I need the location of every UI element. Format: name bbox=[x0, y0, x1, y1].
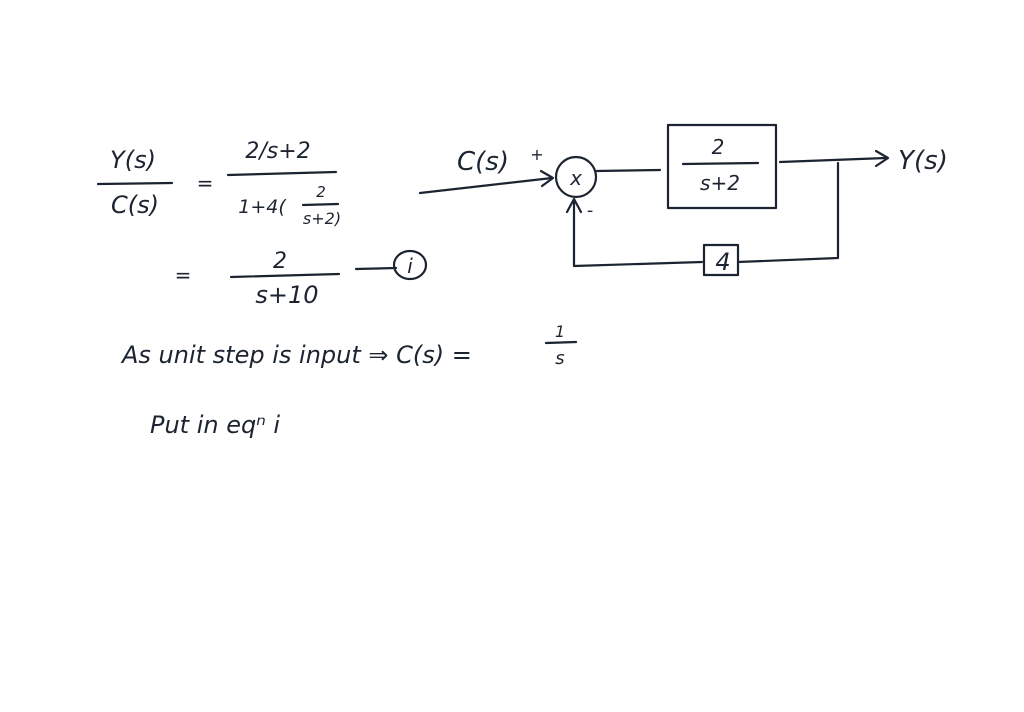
equation-tag-dash bbox=[354, 266, 398, 271]
transfer-function-derivation: Y(s) C(s) = 2/s+2 1+4( 2 s+2) = 2 s+10 i bbox=[96, 139, 428, 309]
minus-sign: - bbox=[587, 200, 594, 221]
forward-block-numerator: 2 bbox=[712, 135, 725, 159]
notes: As unit step is input ⇒ C(s) = 1 s Put i… bbox=[120, 322, 578, 439]
forward-block-fraction-bar bbox=[681, 161, 760, 166]
lhs-numerator: Y(s) bbox=[110, 146, 156, 174]
feedback-arrowhead bbox=[565, 197, 583, 214]
inner-fraction-bar bbox=[301, 202, 340, 207]
rhs2-denominator: s+10 bbox=[255, 281, 318, 309]
input-arrowhead bbox=[539, 169, 555, 188]
equation-tag-circle bbox=[392, 249, 428, 281]
output-label: Y(s) bbox=[898, 146, 948, 176]
summing-junction bbox=[554, 155, 598, 199]
junction-to-block-line bbox=[595, 168, 662, 173]
input-signal-line bbox=[418, 176, 554, 195]
feedback-gain-value: 4 bbox=[715, 248, 730, 276]
output-arrowhead bbox=[874, 149, 890, 168]
note-fraction-numerator: 1 bbox=[555, 322, 565, 341]
lhs-denominator: C(s) bbox=[111, 191, 159, 219]
inner-fraction-numerator: 2 bbox=[316, 183, 326, 201]
forward-block-denominator: s+2 bbox=[700, 171, 740, 195]
inner-fraction-denominator: s+2) bbox=[303, 209, 341, 228]
note-fraction-bar bbox=[544, 340, 578, 345]
plus-sign: + bbox=[530, 145, 543, 164]
feedback-path-right bbox=[736, 161, 840, 264]
equation-tag-label: i bbox=[407, 254, 413, 278]
lhs-fraction-bar bbox=[96, 181, 174, 186]
rhs2-fraction-bar bbox=[229, 272, 341, 279]
rhs1-fraction-bar bbox=[226, 170, 338, 177]
block-diagram: C(s) + - x 2 s+2 Y(s) 4 bbox=[418, 123, 948, 277]
feedback-gain-block bbox=[702, 243, 740, 277]
feedback-path-left bbox=[572, 200, 704, 268]
rhs1-numerator: 2/s+2 bbox=[245, 139, 310, 164]
equals-sign-1: = bbox=[197, 171, 214, 195]
note-line-1: As unit step is input ⇒ C(s) = bbox=[120, 341, 472, 369]
input-label: C(s) bbox=[457, 147, 509, 177]
note-line-2: Put in eqⁿ i bbox=[150, 411, 280, 439]
equals-sign-2: = bbox=[175, 263, 192, 287]
output-signal-line bbox=[778, 156, 888, 164]
rhs2-numerator: 2 bbox=[273, 249, 287, 274]
summing-junction-symbol: x bbox=[569, 166, 582, 190]
forward-transfer-block bbox=[666, 123, 778, 210]
note-fraction-denominator: s bbox=[555, 348, 564, 369]
rhs1-denominator-prefix: 1+4( bbox=[238, 196, 287, 218]
